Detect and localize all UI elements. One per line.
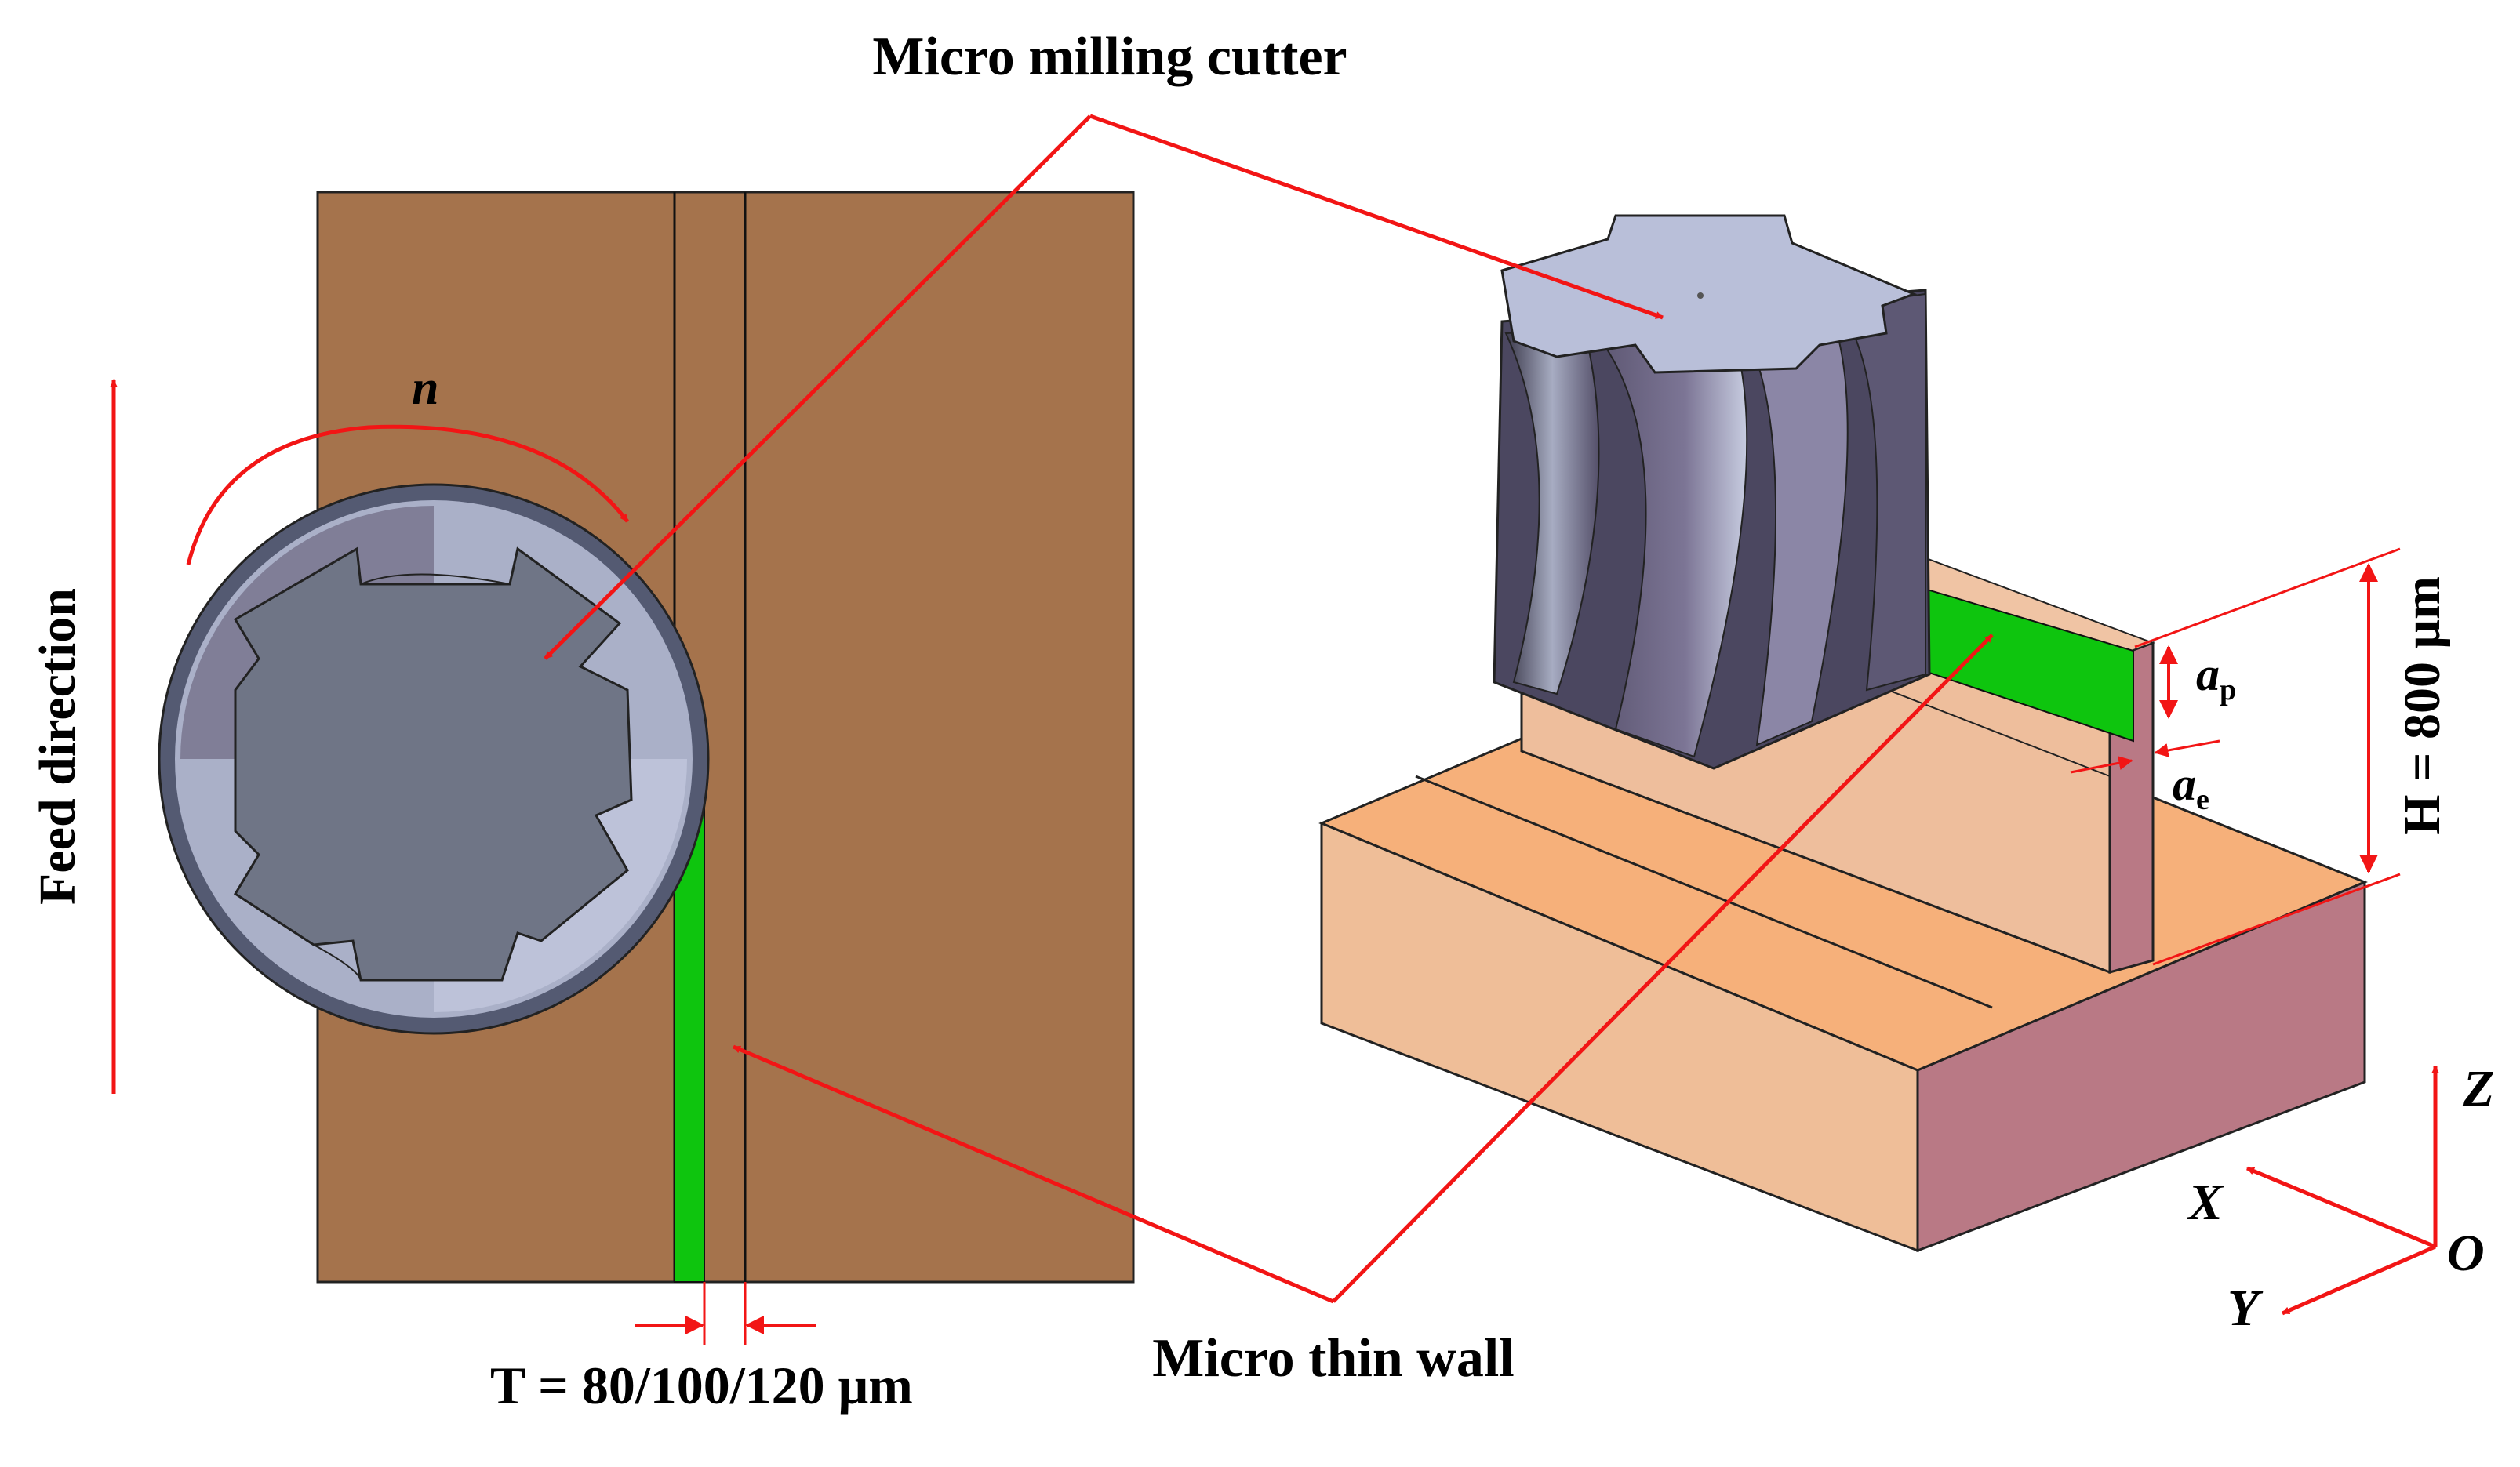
isometric-view: H = 800 μm ap ae Z X Y O [1318,214,2494,1337]
top-view: n Feed direction T = 80/100/120 μm [29,191,1135,1415]
rotation-label: n [412,361,438,415]
ap-label: ap [2196,648,2236,706]
cutter-leader-left [544,114,1092,660]
axis-x-label: X [2187,1174,2224,1231]
height-extension-top [2134,547,2401,648]
height-extension-bottom [2152,873,2401,966]
axis-z-label: Z [2462,1060,2494,1117]
ae-arrow-left [2070,756,2133,774]
axis-x-arrow [2246,1166,2436,1249]
cutter-label: Micro milling cutter [872,27,1347,87]
thin-wall-leader-left [733,1044,1334,1304]
feed-direction-label: Feed direction [29,588,86,905]
coordinate-axes: Z X Y O [2187,1060,2494,1337]
block-side-face [1916,880,2366,1253]
thin-wall-label: Micro thin wall [1152,1328,1514,1389]
cutter-top-face [1500,214,1918,374]
cutter-end-view [158,483,710,1035]
slot-line [1415,775,1993,1009]
ae-arrow-right [2154,739,2220,757]
rotation-arrow [186,424,629,565]
cutter-leader-right [1089,114,1664,320]
cutter-3d [1493,214,1931,770]
thin-wall-leader-right [1332,634,1994,1303]
ae-label: ae [2173,758,2209,816]
thickness-label: T = 80/100/120 μm [490,1356,913,1415]
axis-y-arrow [2282,1244,2436,1316]
height-label: H = 800 μm [2394,576,2451,835]
axis-y-label: Y [2227,1280,2264,1337]
axis-o-label: O [2447,1225,2485,1282]
